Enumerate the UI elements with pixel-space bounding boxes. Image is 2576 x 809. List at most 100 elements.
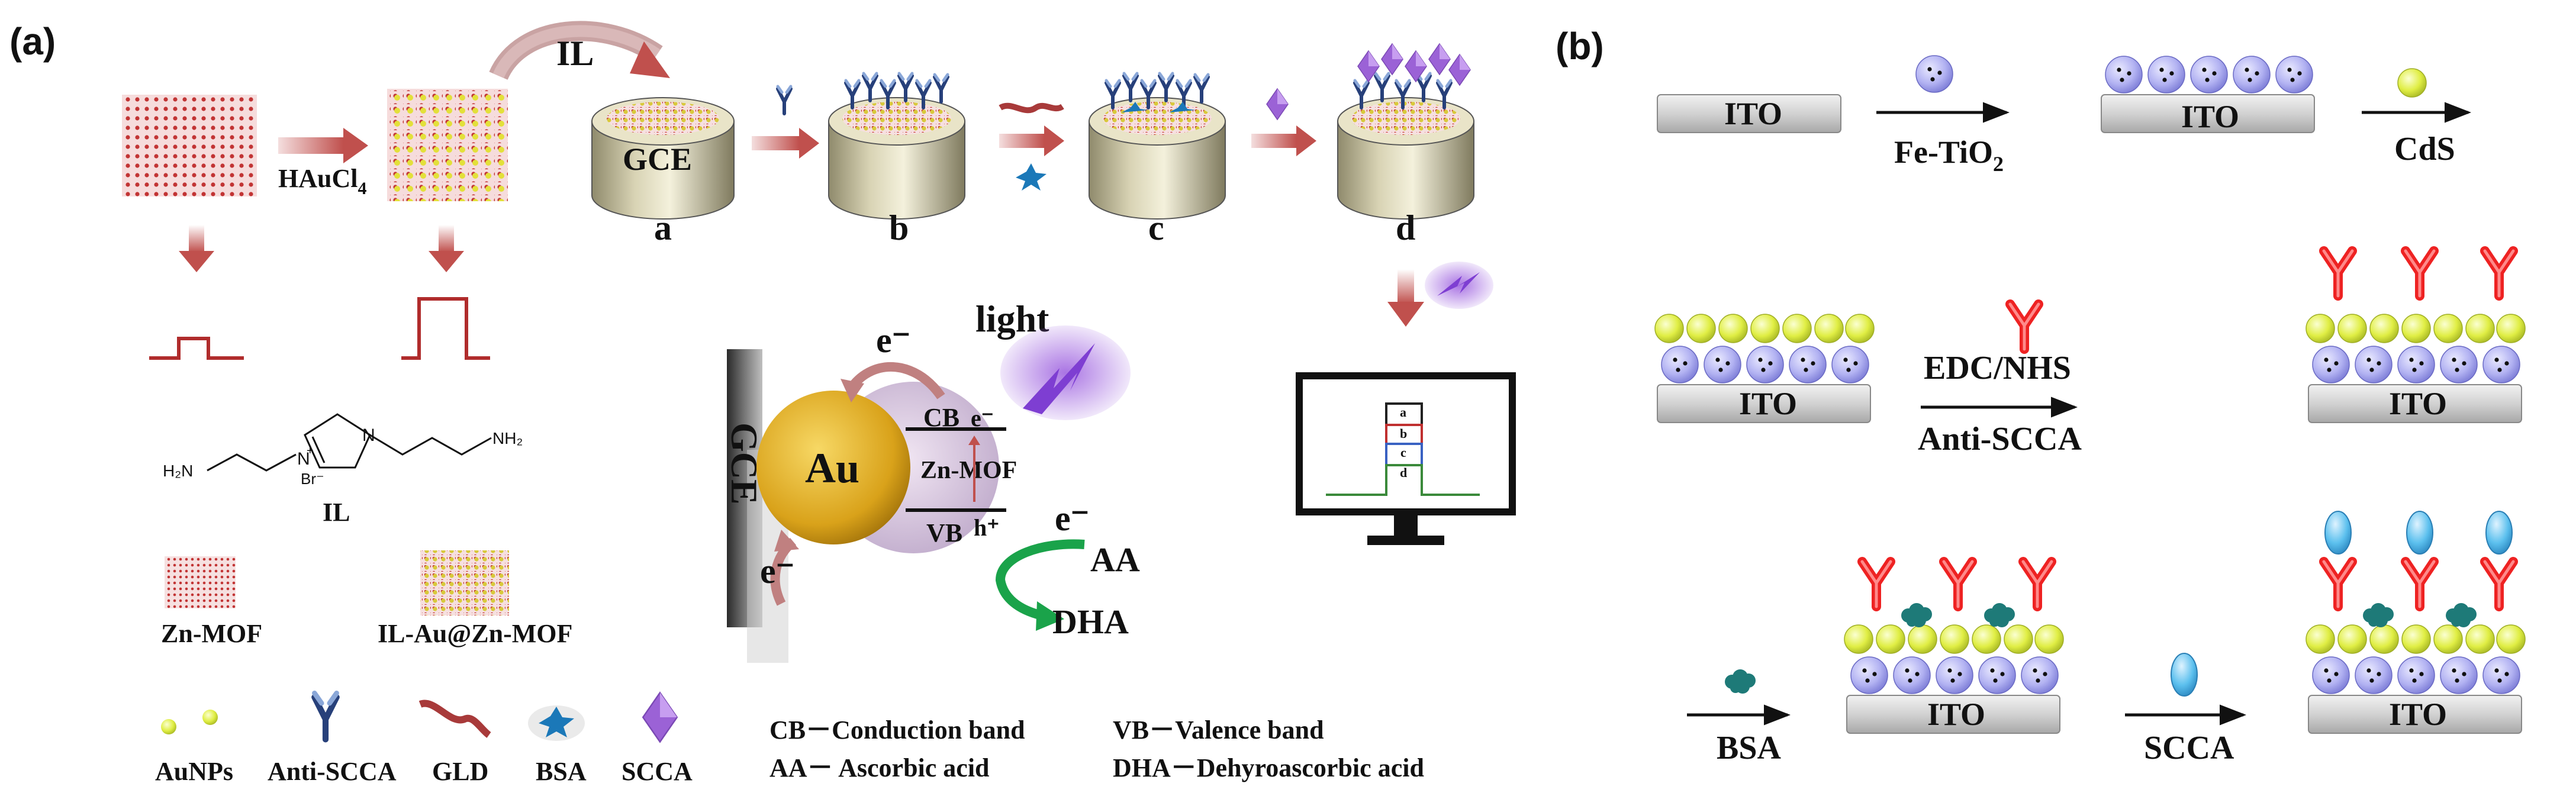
il-au-zn-mof-label: IL-Au@Zn-MOF — [378, 619, 572, 648]
panel-b-label: (b) — [1556, 25, 1604, 67]
arrow-c-to-d — [1251, 125, 1316, 156]
ito-row1-plain — [1657, 94, 1841, 133]
vb-label: VB — [926, 518, 962, 547]
il-h2n-label: H₂N — [163, 462, 193, 480]
arrow-b-to-c — [999, 125, 1064, 156]
abbr-vb: VB－Valence band — [1113, 715, 1324, 744]
monitor-curve-label-c: c — [1400, 445, 1406, 460]
monitor-curve-label-b: b — [1400, 426, 1407, 441]
ito-label-4: ITO — [2389, 386, 2447, 421]
ito-row1-fetio2 — [2101, 56, 2315, 133]
ito-row2-cds — [1654, 314, 1875, 423]
legend-scca-icon — [642, 692, 678, 743]
cds-label: CdS — [2394, 131, 2455, 167]
monitor-curve-label-d: d — [1400, 465, 1407, 480]
step-label-c: c — [1148, 208, 1164, 247]
gld-icon-step2 — [999, 102, 1064, 114]
ito-label-3: ITO — [1739, 386, 1797, 421]
ito-row3-scca — [2305, 511, 2526, 734]
dha-label: DHA — [1052, 602, 1129, 641]
monitor-curve-label-a: a — [1400, 405, 1406, 420]
electrode-b — [828, 97, 965, 220]
large-signal-icon — [401, 297, 490, 360]
step-label-a: a — [654, 208, 672, 247]
fe-tio2-icon — [1915, 55, 1953, 93]
light-bolt-icon — [1000, 325, 1131, 420]
il-n-plus: N — [297, 449, 310, 469]
fe-tio2-label: Fe-TiO2 — [1894, 134, 2004, 176]
scca-label: SCCA — [2144, 730, 2234, 766]
legend-bsa: BSA — [536, 757, 587, 786]
zn-mof-band-label: Zn-MOF — [920, 457, 1017, 484]
photocurrent-curves — [1326, 402, 1480, 496]
electron-transfer-arrow-top — [845, 362, 945, 399]
anti-scca-icon-step1 — [778, 86, 791, 114]
il-curved-arrow — [489, 21, 670, 80]
abbr-cb: CB－Conduction band — [769, 715, 1025, 744]
aa-label: AA — [1090, 540, 1140, 579]
step-label-d: d — [1396, 208, 1415, 247]
il-structure — [207, 413, 492, 472]
electron-top: e⁻ — [876, 321, 910, 360]
scca-icon-step3 — [1266, 88, 1289, 120]
edc-nhs-label: EDC/NHS — [1924, 350, 2071, 386]
anti-scca-icon — [2010, 304, 2039, 349]
au-zn-mof-lattice — [387, 89, 508, 201]
down-arrow-to-monitor — [1387, 269, 1424, 327]
legend-anti-scca-icon — [314, 693, 336, 739]
il-arrow-label: IL — [556, 34, 594, 73]
electrode-c-antibodies — [1106, 73, 1208, 112]
electrode-gce-label: GCE — [623, 141, 692, 177]
electrode-d — [1337, 97, 1474, 220]
legend-anti-scca: Anti-SCCA — [268, 757, 397, 786]
ito-row3-bsa — [1844, 562, 2064, 734]
electron-aa: e⁻ — [1055, 499, 1089, 538]
cb-label: CB — [923, 403, 959, 432]
zn-mof-small-lattice — [165, 556, 236, 608]
abbr-dha: DHA－Dehyroascorbic acid — [1113, 753, 1424, 782]
bsa-icon — [1725, 669, 1756, 694]
cds-icon — [2397, 68, 2427, 98]
il-nh2-label: NH₂ — [492, 429, 523, 447]
il-bromide: Br⁻ — [301, 470, 324, 488]
bsa-icon-step2 — [1016, 163, 1046, 191]
legend-bsa-icon — [528, 705, 585, 741]
vb-hole: h⁺ — [974, 514, 999, 541]
legend-gld: GLD — [432, 757, 488, 786]
il-plus-sign: + — [307, 444, 314, 457]
il-name: IL — [323, 498, 350, 527]
ito-label-6: ITO — [2389, 697, 2447, 732]
zn-mof-label: Zn-MOF — [161, 619, 262, 648]
legend-gld-icon — [418, 700, 491, 738]
cb-electron: e⁻ — [971, 405, 994, 431]
legend-scca: SCCA — [622, 757, 693, 786]
scca-icon — [2171, 653, 2198, 697]
abbr-aa: AA－ Ascorbic acid — [769, 753, 990, 782]
small-signal-icon — [149, 337, 244, 360]
ito-label-1: ITO — [1724, 96, 1782, 131]
electron-bottom: e⁻ — [760, 552, 794, 591]
haucl4-arrow — [278, 128, 368, 163]
il-au-zn-mof-small-lattice — [420, 550, 509, 615]
legend-aunps: AuNPs — [155, 757, 233, 786]
haucl4-label: HAuCl4 — [278, 164, 366, 198]
arrow-a-to-b — [752, 128, 819, 159]
legend-aunps-icon — [161, 710, 218, 734]
down-arrow-2 — [429, 225, 464, 272]
ito-label-2: ITO — [2181, 99, 2239, 134]
anti-scca-label: Anti-SCCA — [1918, 421, 2082, 457]
bsa-label: BSA — [1717, 730, 1781, 766]
au-label: Au — [805, 444, 859, 492]
ito-label-5: ITO — [1927, 697, 1985, 732]
light-bolt-icon-small — [1425, 262, 1493, 309]
il-n-right: N — [362, 426, 375, 445]
oxidation-arrow — [995, 539, 1085, 620]
monitor-icon — [1296, 372, 1516, 545]
step-label-b: b — [889, 208, 909, 247]
electrode-c — [1089, 97, 1226, 220]
down-arrow-1 — [179, 225, 214, 272]
panel-a-label: (a) — [9, 20, 56, 63]
ito-row2-antibody — [2305, 251, 2526, 423]
au-nanoparticle — [756, 391, 910, 544]
